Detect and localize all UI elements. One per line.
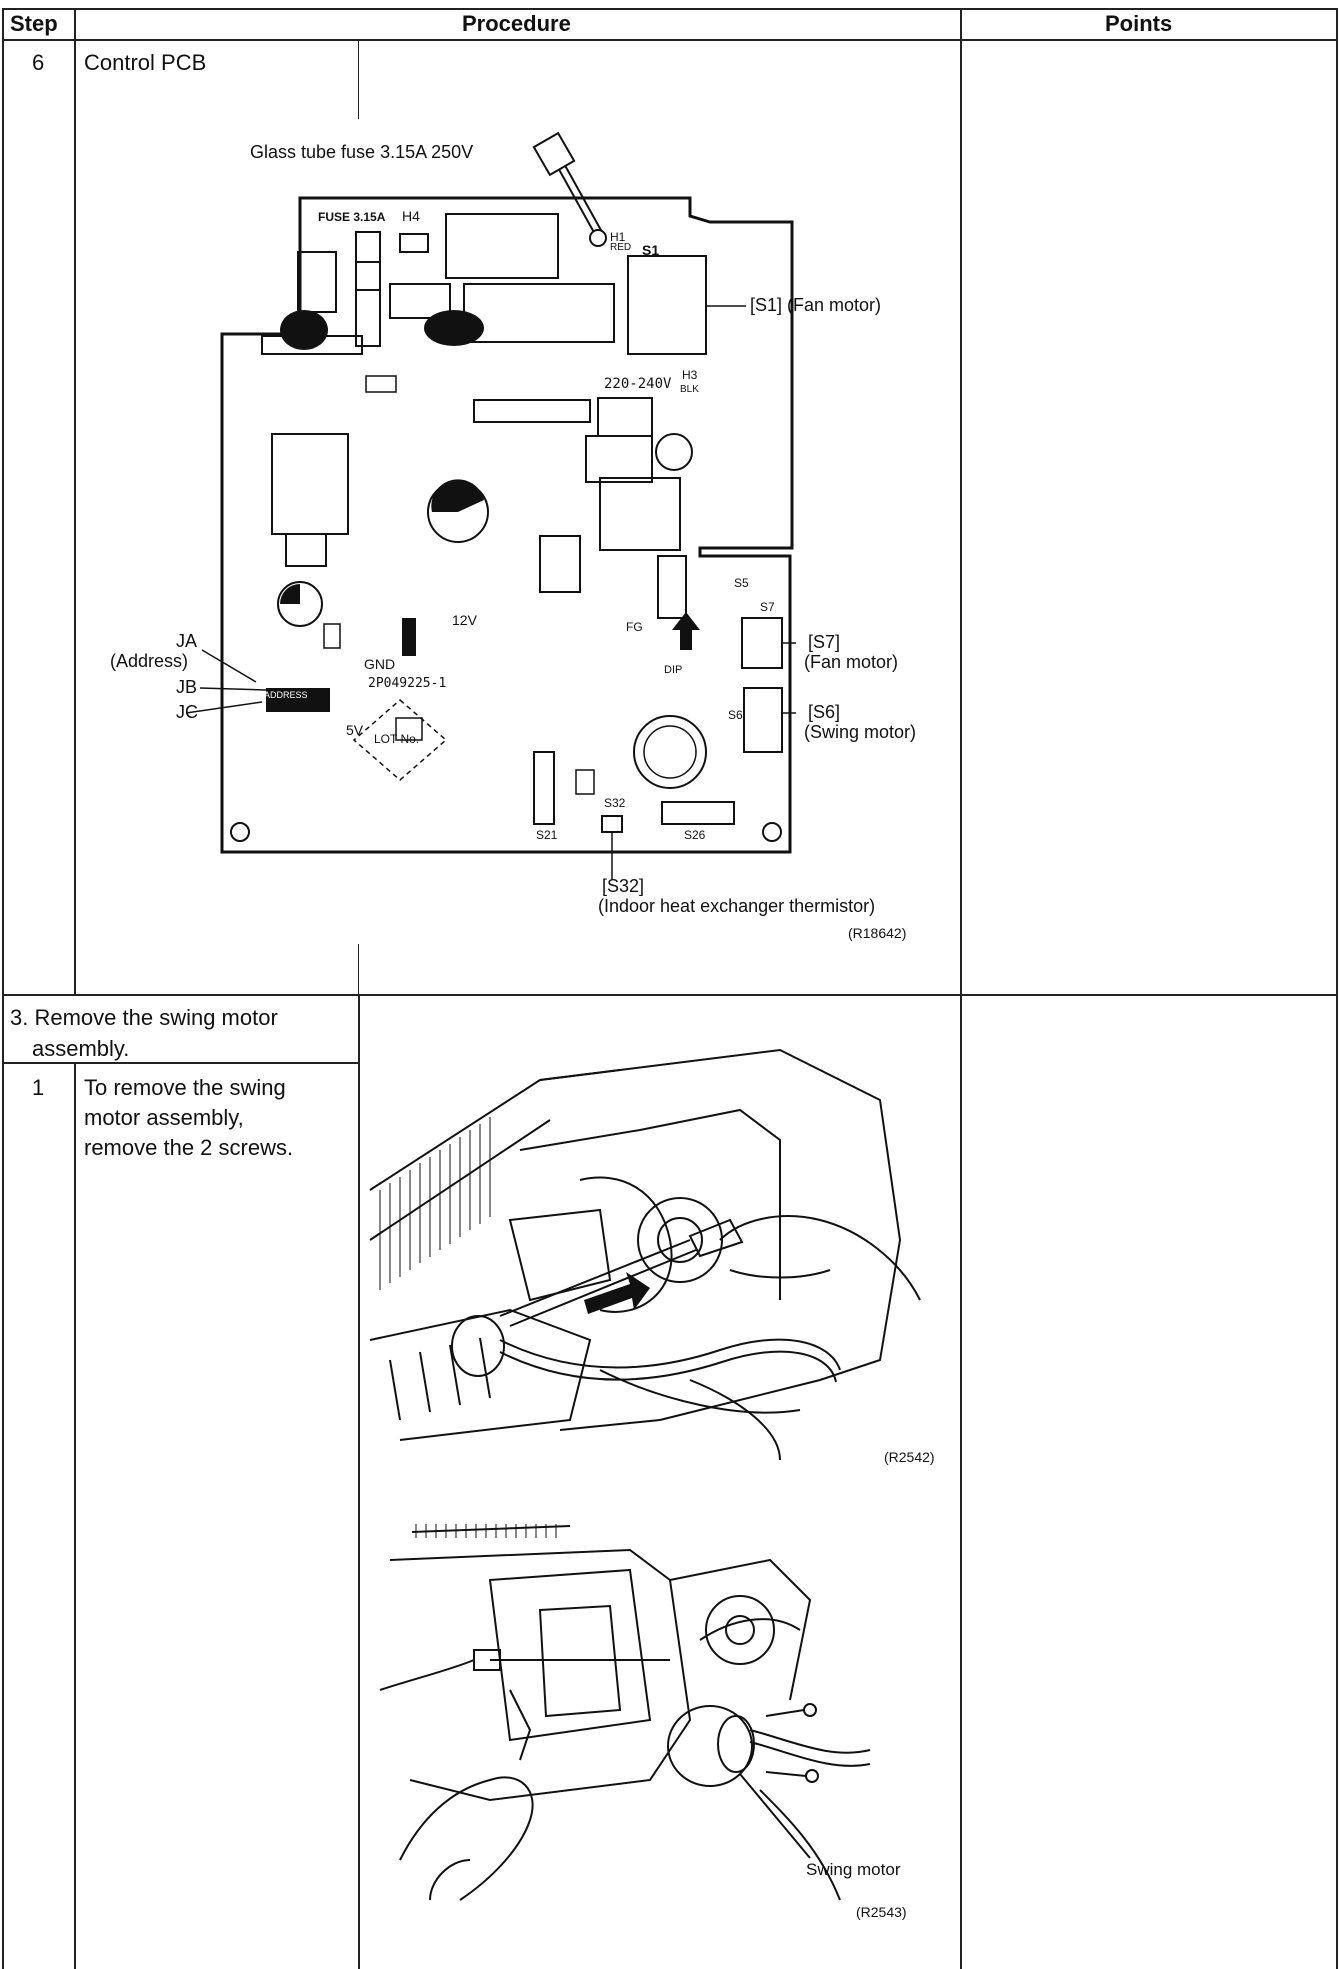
header-step: Step — [10, 11, 58, 36]
figure-ref-r2543: (R2543) — [856, 1904, 907, 1920]
pcb-label-s32: S32 — [604, 796, 626, 810]
pcb-label-s1: S1 — [642, 242, 660, 258]
subtable-divider-row1 — [358, 41, 359, 119]
callout-s6-sub: (Swing motor) — [804, 722, 917, 742]
pcb-label-part: 2P049225-1 — [368, 676, 447, 691]
pcb-label-s21: S21 — [536, 828, 558, 842]
row2-step-number: 1 — [32, 1075, 45, 1100]
row1-title: Control PCB — [84, 50, 207, 75]
pcb-label-h3: H3 — [682, 368, 698, 382]
pcb-label-s6: S6 — [728, 708, 743, 722]
pcb-label-fuse: FUSE 3.15A — [318, 210, 386, 224]
instruction-line-1: To remove the swing — [84, 1075, 286, 1100]
table-step-column-divider — [74, 8, 76, 994]
header-procedure: Procedure — [462, 11, 571, 36]
figure-label-swing-motor: Swing motor — [806, 1860, 901, 1879]
instruction-line-3: remove the 2 screws. — [84, 1135, 294, 1160]
pcb-label-h4: H4 — [402, 208, 420, 224]
section-heading-cont: assembly. — [32, 1036, 130, 1061]
control-pcb-diagram — [185, 131, 796, 880]
pcb-label-blk: BLK — [680, 384, 699, 395]
swing-motor-removal-illustration — [369, 1048, 921, 1460]
pcb-label-5v: 5V — [346, 722, 364, 738]
callout-s32-sub: (Indoor heat exchanger thermistor) — [598, 896, 876, 916]
callout-fuse: Glass tube fuse 3.15A 250V — [250, 142, 474, 162]
table-border-top — [2, 8, 1338, 10]
pcb-label-lot: LOT No. — [374, 732, 420, 746]
pcb-label-12v: 12V — [452, 612, 477, 628]
row1-step-number: 6 — [32, 50, 45, 75]
table-border-left — [2, 8, 4, 1969]
callout-jb: JB — [176, 677, 198, 697]
pcb-label-h1: H1 — [610, 230, 626, 244]
callout-s7-sub: (Fan motor) — [804, 652, 899, 672]
pcb-label-dip: DIP — [664, 664, 683, 676]
callout-ja: JA — [176, 631, 198, 651]
subtable-divider-row2 — [358, 996, 360, 1969]
instruction-line-2: motor assembly, — [84, 1105, 244, 1130]
pcb-label-s5: S5 — [734, 576, 749, 590]
pcb-label-red: RED — [610, 242, 632, 253]
figure-ref-r18642: (R18642) — [848, 925, 907, 941]
table-row-divider — [2, 994, 1338, 996]
table-border-right — [1336, 8, 1338, 1969]
pcb-label-gnd: GND — [364, 656, 396, 672]
callout-s1: [S1] (Fan motor) — [750, 295, 882, 315]
pcb-label-address: ADDRESS — [264, 690, 308, 700]
callout-s7: [S7] — [808, 632, 841, 652]
pcb-label-s7: S7 — [760, 600, 775, 614]
subtable-divider-row1-bottom — [358, 944, 359, 994]
callout-s32: [S32] — [602, 876, 645, 896]
pcb-label-fg: FG — [626, 620, 643, 634]
section-subdivider — [2, 1062, 359, 1064]
callout-ja-sub: (Address) — [110, 651, 189, 671]
pcb-label-s26: S26 — [684, 828, 706, 842]
swing-motor-detail-illustration — [379, 1524, 871, 1901]
callout-s6: [S6] — [808, 702, 841, 722]
table-points-column-divider — [960, 8, 962, 1969]
figure-ref-r2542: (R2542) — [884, 1449, 935, 1465]
table-step-column-divider-lower — [74, 1062, 76, 1969]
callout-jc: JC — [176, 702, 198, 722]
table-header-divider — [2, 39, 1338, 41]
pcb-label-voltage: 220-240V — [604, 376, 672, 392]
section-heading: 3. Remove the swing motor — [10, 1005, 278, 1030]
header-points: Points — [1105, 11, 1173, 36]
